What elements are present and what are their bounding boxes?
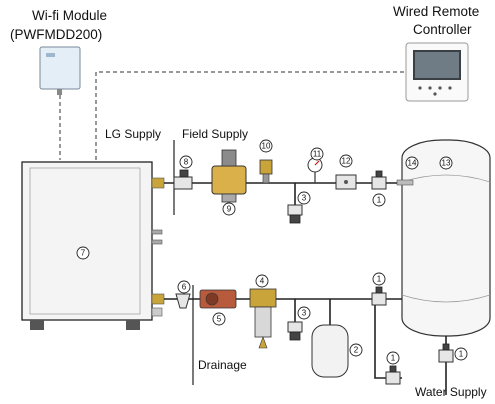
flow-switch	[211, 149, 247, 203]
wired-remote-controller	[405, 42, 469, 102]
callout-1b: 1	[372, 272, 386, 286]
wifi-module	[39, 46, 81, 95]
drainage-label: Drainage	[198, 358, 247, 372]
svg-text:9: 9	[227, 205, 232, 214]
svg-text:13: 13	[442, 159, 451, 168]
svg-text:1: 1	[391, 354, 396, 363]
svg-text:7: 7	[81, 249, 86, 258]
ball-valve-icon	[385, 365, 401, 385]
callout-9: 9	[222, 202, 236, 216]
svg-text:6: 6	[182, 283, 187, 292]
pressure-gauge	[307, 157, 323, 183]
svg-text:8: 8	[184, 158, 189, 167]
expansion-vessel-icon	[311, 324, 349, 378]
field-supply-label: Field Supply	[182, 127, 249, 141]
remote-cable	[95, 71, 406, 160]
svg-text:10: 10	[262, 142, 271, 151]
callout-13: 13	[439, 156, 453, 170]
svg-text:14: 14	[408, 159, 417, 168]
callout-2: 2	[349, 343, 363, 357]
callout-10: 10	[259, 139, 273, 153]
callout-12: 12	[339, 154, 353, 168]
filling-pipe	[374, 299, 402, 379]
svg-text:1: 1	[377, 196, 382, 205]
svg-text:2: 2	[354, 346, 359, 355]
callout-1c: 1	[386, 351, 400, 365]
ball-valve-icon	[371, 286, 387, 306]
callout-1a: 1	[372, 193, 386, 207]
callout-11: 11	[310, 147, 324, 161]
lg-supply-label: LG Supply	[105, 127, 162, 141]
ball-valve-icon	[438, 343, 454, 363]
drain-valve	[287, 204, 303, 224]
callout-6: 6	[177, 280, 191, 294]
remote-controller-title: Wired Remote	[393, 4, 480, 19]
callout-1d: 1	[454, 347, 468, 361]
svg-text:3: 3	[302, 309, 307, 318]
wifi-module-model: (PWFMDD200)	[10, 27, 103, 42]
wifi-module-title: Wi-fi Module	[32, 8, 108, 23]
callout-4: 4	[255, 274, 269, 288]
callout-5: 5	[212, 312, 226, 326]
svg-text:1: 1	[459, 350, 464, 359]
callout-7: 7	[76, 246, 90, 260]
magnetic-filter-icon	[249, 288, 277, 349]
ball-valve-icon	[371, 170, 387, 190]
drain-valve	[287, 321, 303, 341]
remote-controller-subtitle: Controller	[413, 22, 472, 37]
y-strainer	[175, 293, 191, 309]
callouts: 7 8 9 10 11 12 3 1 14 13 1 4 6 5 3 2 1 1	[76, 139, 468, 365]
svg-text:1: 1	[377, 275, 382, 284]
safety-valve	[259, 159, 273, 184]
callout-14: 14	[405, 156, 419, 170]
svg-text:4: 4	[260, 277, 265, 286]
callout-8: 8	[179, 155, 193, 169]
ball-valve-icon	[173, 169, 193, 190]
water-tank	[396, 139, 491, 337]
strainer	[335, 174, 357, 190]
svg-text:11: 11	[313, 150, 322, 159]
circulation-pump-icon	[199, 289, 237, 309]
svg-text:5: 5	[217, 315, 222, 324]
svg-text:3: 3	[302, 194, 307, 203]
water-supply-label: Water Supply	[415, 385, 487, 399]
callout-3b: 3	[297, 306, 311, 320]
outdoor-unit	[21, 161, 165, 330]
callout-3a: 3	[297, 191, 311, 205]
svg-text:12: 12	[342, 157, 351, 166]
